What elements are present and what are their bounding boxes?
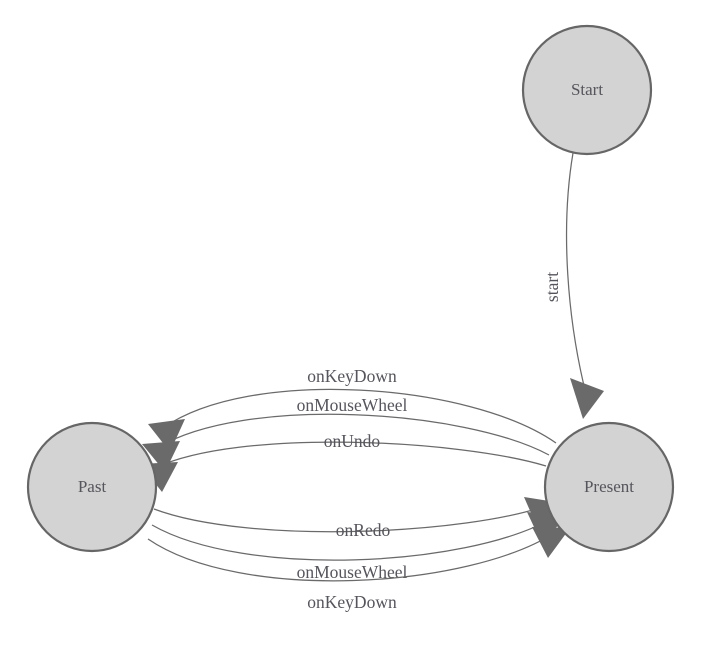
edge-present-to-past-onundo[interactable]: onUndo xyxy=(140,431,547,492)
edge-label-present-to-past-2: onMouseWheel xyxy=(297,395,408,415)
node-start-circle xyxy=(521,24,653,156)
edge-label-present-to-past-1: onKeyDown xyxy=(307,366,397,386)
edge-past-to-present-2-path xyxy=(151,518,552,561)
edge-label-start: start xyxy=(542,272,562,302)
node-start-label: Start xyxy=(571,80,603,99)
edge-label-past-to-present-1: onRedo xyxy=(336,520,391,540)
node-past-circle xyxy=(26,421,158,553)
edge-present-to-past-2-path xyxy=(156,413,550,456)
edge-label-past-to-present-3: onKeyDown xyxy=(307,592,397,612)
edge-past-to-present-1-path xyxy=(153,504,549,533)
arrowhead-past-to-present-3 xyxy=(532,527,570,558)
arrowhead-present-to-past-1 xyxy=(148,419,185,452)
edge-present-to-past-3-path xyxy=(154,441,547,469)
edge-label-past-to-present-2: onMouseWheel xyxy=(297,562,408,582)
node-present-label: Present xyxy=(584,477,634,496)
edge-past-to-present-3-path xyxy=(147,531,557,582)
node-present-circle xyxy=(543,421,675,553)
edge-label-present-to-past-3: onUndo xyxy=(324,431,381,451)
node-past-label: Past xyxy=(78,477,107,496)
edge-start-to-present-path xyxy=(565,152,586,391)
node-start[interactable]: Start xyxy=(521,24,653,156)
node-present[interactable]: Present xyxy=(543,421,675,553)
edge-past-to-present-onredo[interactable]: onRedo xyxy=(153,497,562,540)
edge-present-to-past-1-path xyxy=(162,388,557,444)
node-past[interactable]: Past xyxy=(26,421,158,553)
edge-past-to-present-onkeydown[interactable]: onKeyDown xyxy=(147,527,570,612)
edge-present-to-past-onkeydown[interactable]: onKeyDown xyxy=(148,366,557,452)
edge-present-to-past-onmousewheel[interactable]: onMouseWheel xyxy=(142,395,550,472)
arrowhead-start-to-present xyxy=(570,378,604,419)
arrowhead-present-to-past-2 xyxy=(142,441,180,472)
edge-start-to-present[interactable]: start xyxy=(542,152,604,419)
